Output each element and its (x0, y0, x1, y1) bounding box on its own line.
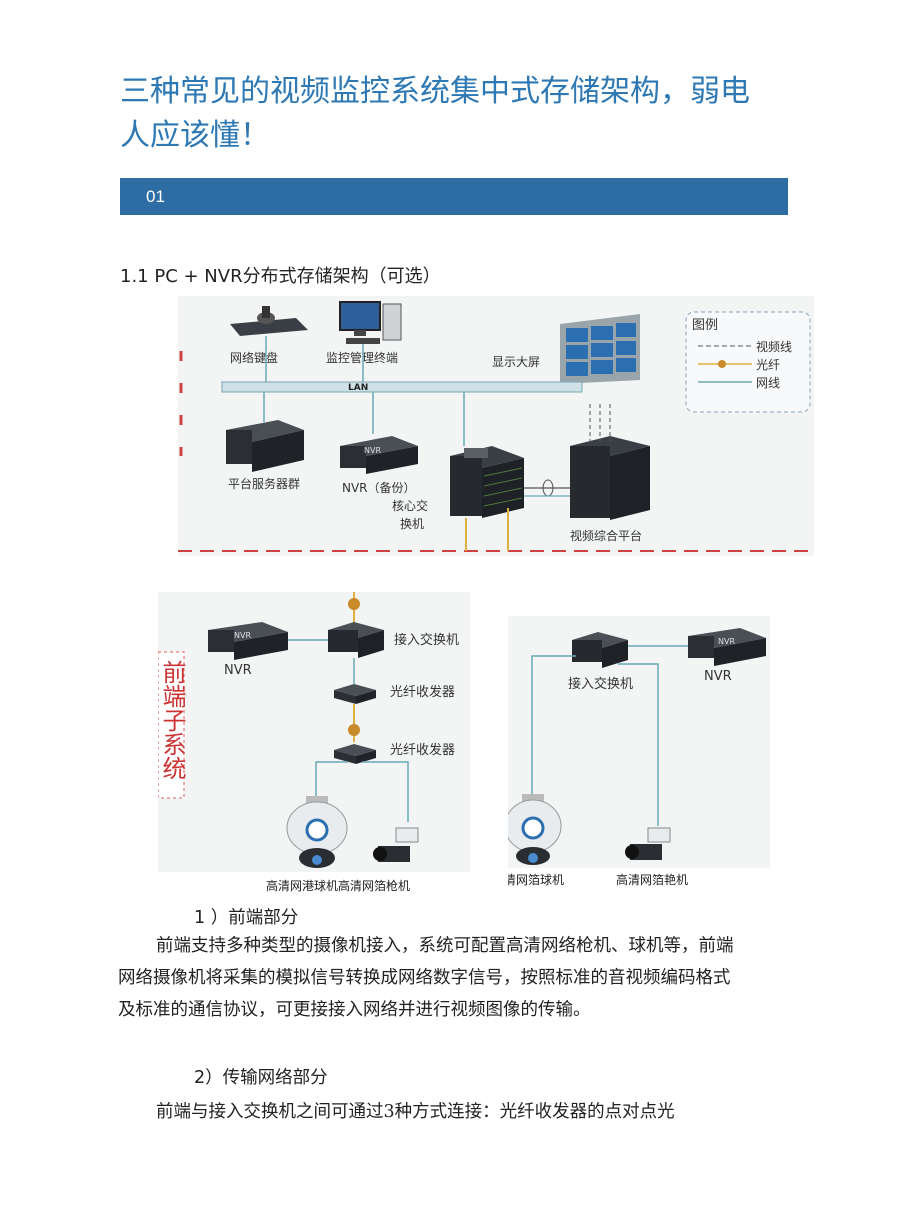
server-group-icon (226, 420, 304, 472)
front-end-diagram-left: 前端子系统 NVR NVR 接入交换机 光纤收发器 (157, 592, 472, 893)
nvr-icon-right (688, 628, 766, 666)
nvr-box-label: NVR (234, 631, 251, 640)
label-video-platform: 视频综合平台 (570, 528, 642, 543)
fiber-transceiver-icon-2 (334, 744, 376, 764)
legend-fiber: 光纤 (756, 358, 780, 372)
paragraph-1: 前端支持多种类型的摄像机接入，系统可配置高清网络枪机、球机等，前端网络摄像机将采… (118, 936, 734, 1020)
label-big-screen: 显示大屏 (492, 355, 540, 369)
legend-network: 网线 (756, 376, 780, 390)
label-nvr-right: NVR (704, 669, 732, 684)
label-keyboard: 网络键盘 (230, 350, 278, 365)
nvr-box-label-right: NVR (718, 637, 735, 646)
network-keyboard-icon (230, 306, 308, 336)
item-2-heading: 2）传输网络部分 (194, 1068, 328, 1088)
label-core-switch-1: 核心交 (392, 498, 428, 513)
label-core-switch-2: 换机 (400, 517, 424, 531)
access-switch-icon-right (572, 632, 628, 668)
label-transceiver-2: 光纤收发器 (390, 742, 455, 758)
article-title: 三种常见的视频监控系统集中式存储架构，弱电人应该懂！ (120, 74, 750, 153)
legend-box: 图例 视频线 光纤 网线 (685, 311, 811, 413)
legend-title: 图例 (692, 318, 718, 333)
dome-camera-icon-right (504, 794, 562, 865)
section-number: 01 (146, 187, 165, 206)
front-end-diagram-right: 接入交换机 NVR NVR 高清网箔球机 高清网箔艳机 (492, 616, 772, 888)
label-transceiver-1: 光纤收发器 (390, 684, 455, 700)
label-server-group: 平台服务器群 (228, 476, 300, 491)
nvr-backup-box-label: NVR (364, 446, 381, 455)
video-platform-icon (570, 436, 650, 520)
side-label-frontend: 前端子系统 (158, 660, 186, 780)
access-switch-icon (328, 622, 384, 658)
core-switch-icon (450, 446, 524, 518)
nvr-icon (208, 622, 288, 660)
caption-right-ball: 高清网箔球机 (508, 872, 564, 887)
fiber-transceiver-icon-1 (334, 684, 376, 704)
label-terminal: 监控管理终端 (326, 350, 398, 365)
label-nvr-backup: NVR（备份） (342, 481, 416, 495)
label-access-switch: 接入交换机 (394, 632, 459, 648)
dome-camera-icon (286, 796, 348, 868)
nvr-backup-icon (340, 436, 418, 474)
gun-camera-icon-right (625, 827, 671, 860)
lan-label: LAN (348, 383, 368, 393)
subheading: 1.1 PC + NVR分布式存储架构（可选） (120, 266, 441, 287)
monitor-terminal-icon (339, 301, 402, 344)
video-wall-icon (560, 314, 640, 384)
legend-video-line: 视频线 (756, 339, 792, 354)
architecture-diagram-top: 网络键盘 监控管理终端 显示大屏 LAN (178, 296, 814, 556)
label-access-switch-right: 接入交换机 (568, 676, 633, 692)
section-header-bar: 01 (120, 178, 788, 215)
paragraph-2: 前端与接入交换机之间可通过3种方式连接：光纤收发器的点对点光 (156, 1102, 675, 1122)
caption-left: 高清网港球机高清网箔枪机 (266, 878, 410, 892)
caption-right-gun: 高清网箔艳机 (616, 872, 688, 887)
item-1-heading: 1 ）前端部分 (194, 908, 299, 928)
label-nvr: NVR (224, 663, 252, 678)
gun-camera-icon (373, 827, 419, 862)
